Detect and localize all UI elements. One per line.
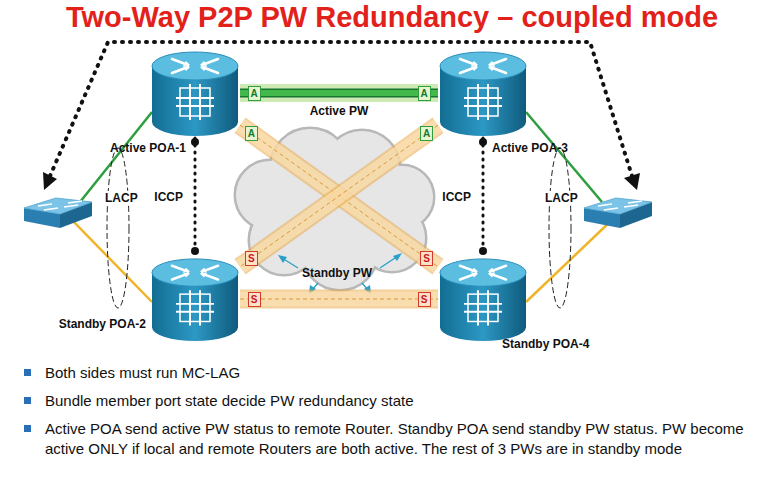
pw-state-marker: A: [245, 126, 258, 141]
standby-pw-connector: [240, 125, 438, 267]
standby-pw-connector: [240, 299, 438, 300]
path-arrowhead: [624, 173, 640, 190]
switch-icon: [24, 198, 92, 228]
access-link-active: [526, 112, 602, 202]
iccp-label: ICCP: [442, 190, 471, 204]
pw-label: Active PW: [310, 104, 369, 118]
pw-state-marker: S: [418, 292, 431, 307]
pw-state-marker: S: [420, 251, 433, 266]
router-icon: [150, 255, 240, 343]
end-to-end-path: [50, 42, 632, 176]
iccp-label: ICCP: [154, 190, 183, 204]
pw-state-marker: A: [418, 86, 431, 101]
router-node: Active POA-3: [438, 48, 528, 138]
router-label: Active POA-3: [492, 141, 568, 155]
iccp-pw-connector: [479, 138, 487, 255]
standby-pw-label: Standby PW: [302, 266, 372, 280]
bullet-mark: [24, 369, 31, 432]
bullet-text: Active POA send active PW status to remo…: [45, 419, 770, 459]
pw-state-marker: S: [248, 292, 261, 307]
bullet-text: Both sides must run MC-LAG: [45, 363, 770, 383]
path-arrowhead: [43, 172, 57, 190]
standby-pointer: [278, 253, 402, 294]
diagram-title: Two-Way P2P PW Redundancy – coupled mode: [66, 1, 718, 34]
router-node: Active POA-1: [150, 48, 240, 138]
router-icon: [438, 255, 528, 343]
pw-state-marker: A: [248, 86, 261, 101]
router-node: Standby POA-4: [438, 255, 528, 343]
router-node: Standby POA-2: [150, 255, 240, 343]
router-label: Standby POA-4: [502, 337, 589, 351]
active-pw-connector: [240, 93, 438, 94]
router-label: Active POA-1: [110, 141, 186, 155]
router-icon: [150, 48, 240, 138]
router-label: Standby POA-2: [59, 317, 146, 331]
router-icon: [438, 48, 528, 138]
lacp-label: LACP: [543, 191, 580, 205]
standby-pw-connector: [240, 125, 438, 267]
lacp-bundle: [107, 148, 129, 308]
pw-state-marker: A: [420, 126, 433, 141]
access-link-active: [80, 112, 152, 202]
pw-state-marker: S: [245, 251, 258, 266]
switch-icon: [584, 198, 652, 228]
bullet-text: Bundle member port state decide PW redun…: [45, 391, 770, 411]
lacp-bundle: [549, 148, 571, 308]
iccp-pw-connector: [191, 138, 199, 255]
lacp-label: LACP: [103, 191, 140, 205]
